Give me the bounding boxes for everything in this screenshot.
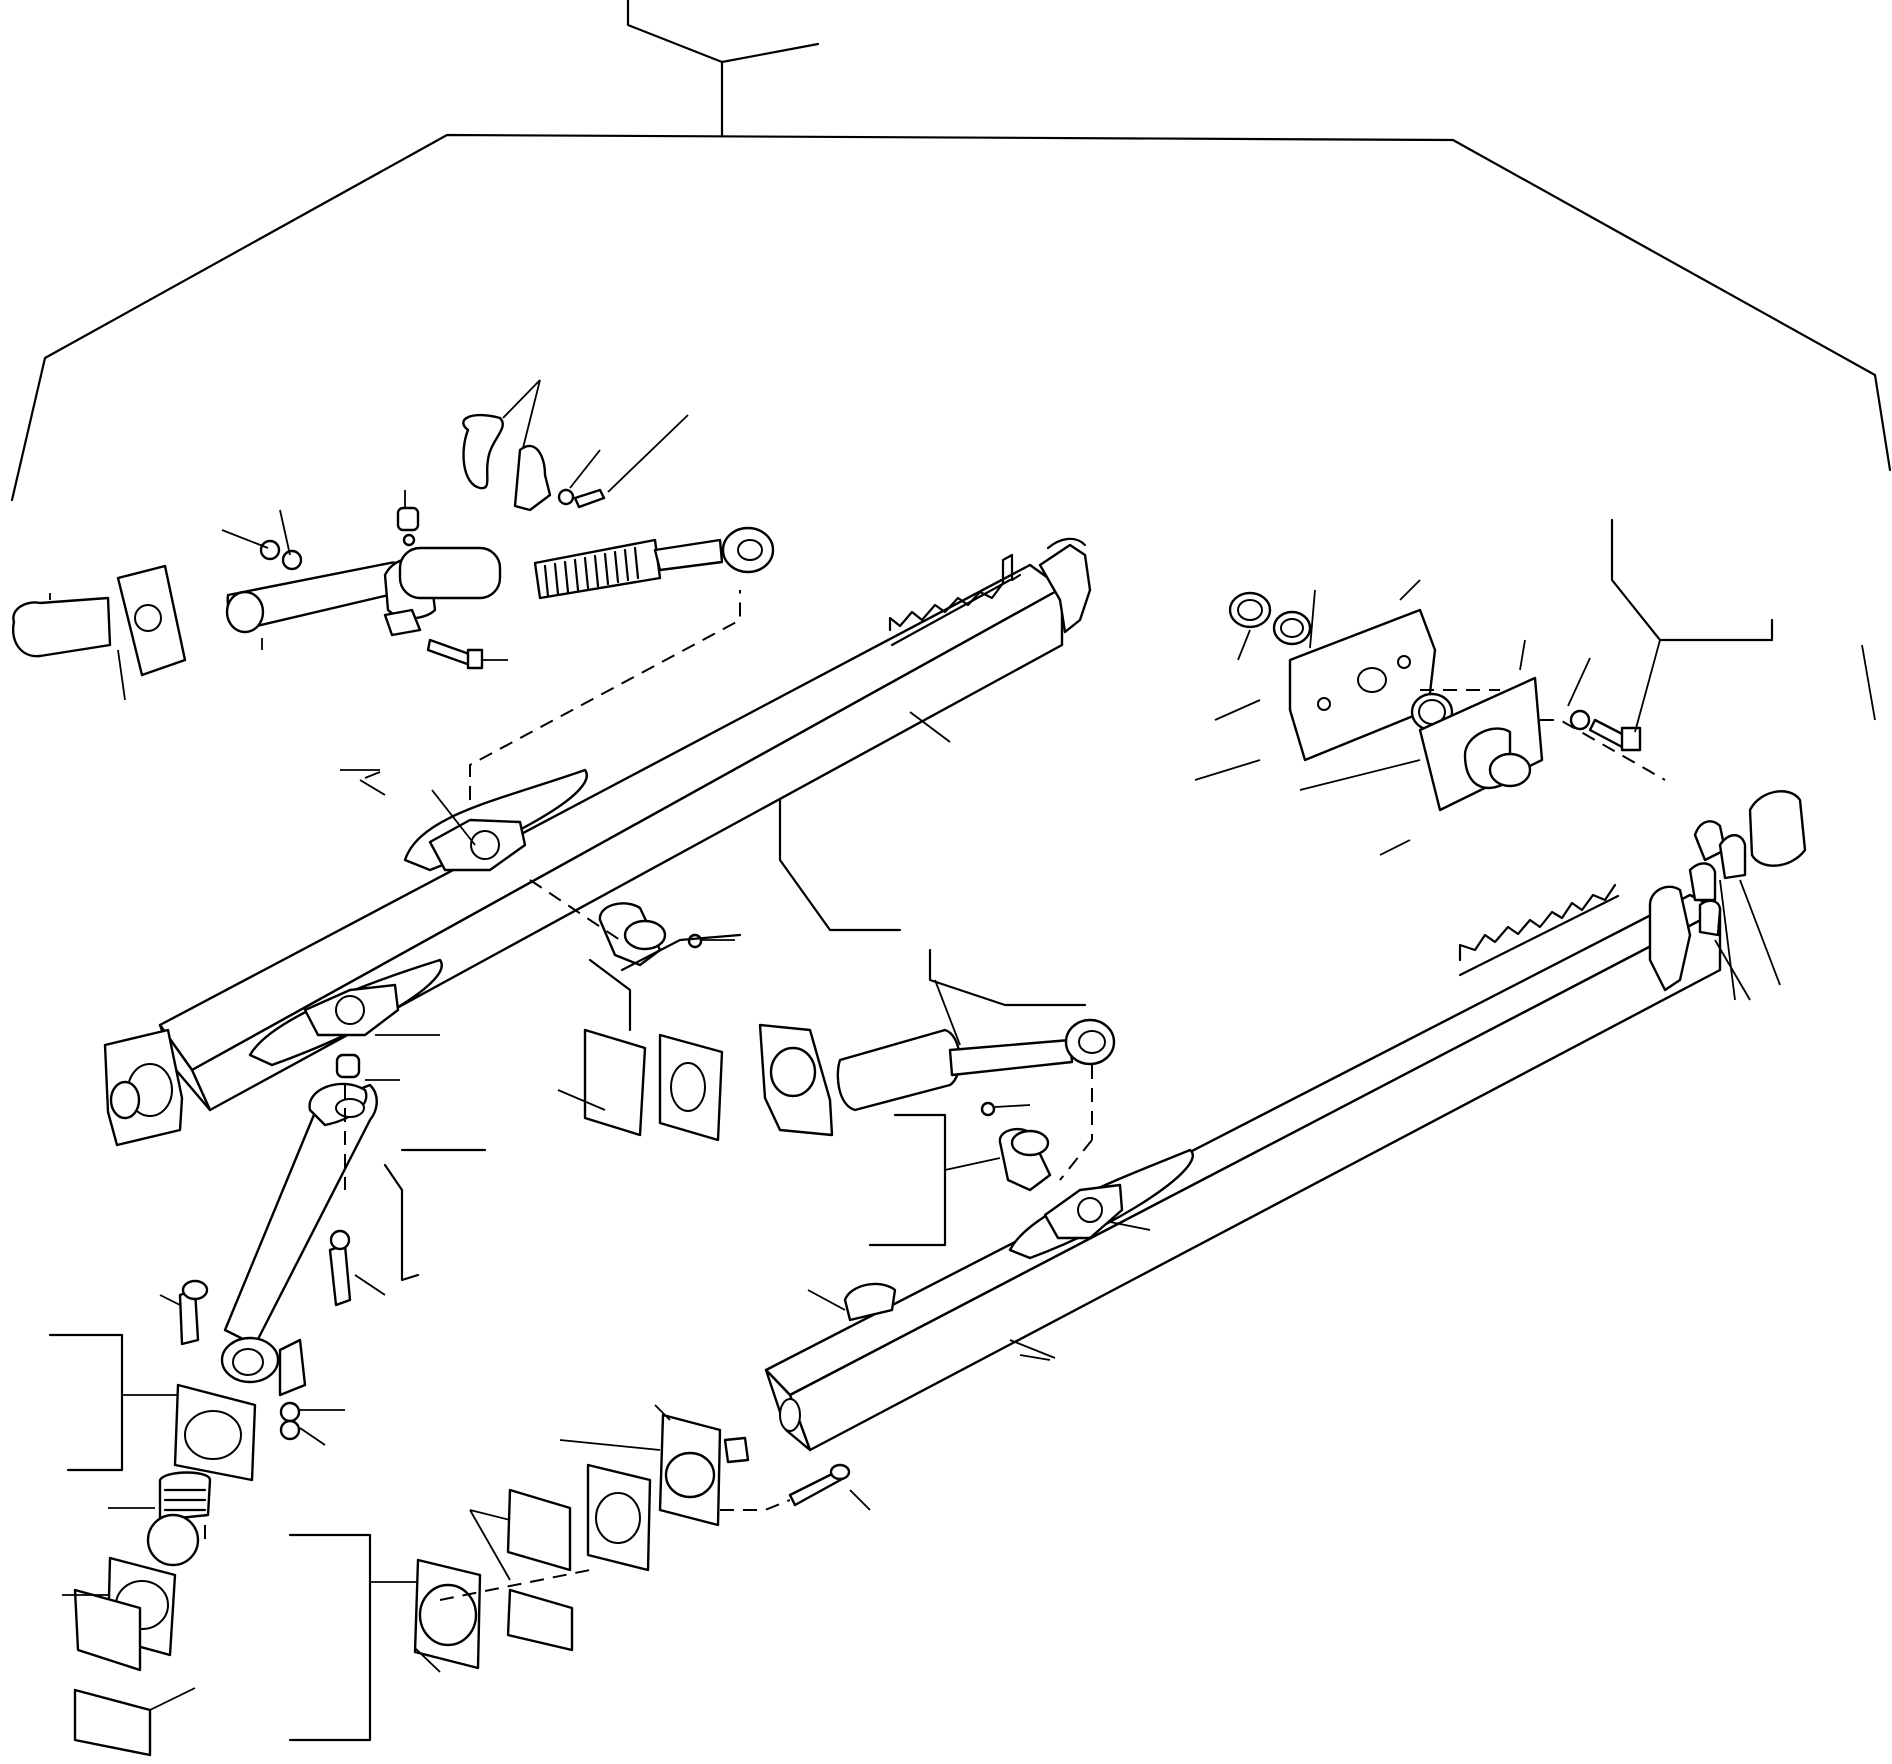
left-plate-stack [50, 1335, 255, 1755]
left-lift-rod [160, 1055, 485, 1445]
center-pin-and-plates [558, 800, 900, 1140]
latch-parts [463, 380, 688, 510]
left-lift-arm [105, 539, 1090, 1145]
upper-levelling-rod [13, 508, 773, 675]
right-end-clamp [1690, 791, 1805, 1000]
bottom-center-plates [470, 1405, 870, 1650]
assembly-group-bracket [12, 0, 1890, 500]
right-pivot-parts [1230, 520, 1772, 810]
right-small-pin [870, 1103, 1050, 1245]
bottom-left-cap-plate [290, 1535, 480, 1740]
leader-lines [50, 490, 1875, 1600]
right-cylinder [760, 950, 1114, 1140]
right-lift-arm [766, 885, 1720, 1450]
